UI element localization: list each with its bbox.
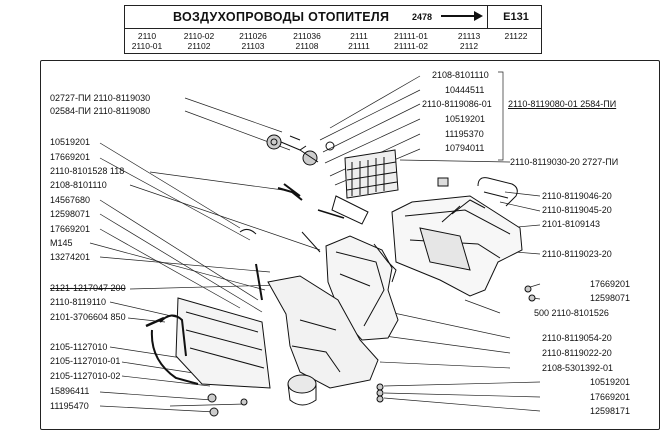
- leader-lines: [89, 71, 541, 413]
- part-label: 17669201: [50, 152, 91, 162]
- part-label: 12598171: [590, 406, 631, 416]
- page-reference: 2478: [412, 12, 433, 22]
- part-label: 2105-1127010-01: [50, 356, 121, 366]
- part-label: 12598071: [590, 293, 631, 303]
- header-title-row: ВОЗДУХОПРОВОДЫ ОТОПИТЕЛЯ 2478 E131: [125, 6, 541, 29]
- part-label: 10794011: [445, 143, 485, 153]
- part-label: 2110-8119022-20: [542, 348, 612, 358]
- part-label: 2105-1127010-02: [50, 371, 121, 381]
- part-label: 2110-8119046-20: [542, 191, 612, 201]
- part-label: 500 2110-8101526: [534, 308, 609, 318]
- part-label: 2105-1127010: [50, 342, 108, 352]
- part-label: 17669201: [590, 279, 631, 289]
- part-label: 2110-8119045-20: [542, 205, 612, 215]
- part-label: 2110-8119023-20: [542, 249, 612, 259]
- part-label: 10519201: [50, 137, 91, 147]
- part-label: 02727-ПИ 2110-8119030: [50, 93, 151, 103]
- diagram-frame: [40, 60, 660, 430]
- part-label: 11195470: [50, 401, 89, 411]
- model-cell: 21122: [504, 31, 528, 41]
- part-label: 11195370: [445, 129, 484, 139]
- part-label: 10519201: [445, 114, 486, 124]
- part-label: 2110-8101528 118: [50, 166, 125, 176]
- part-label: 2110-8119030-20 2727-ПИ: [510, 157, 619, 167]
- part-label: 2101-8109143: [542, 219, 601, 229]
- part-label: 14567680: [50, 195, 91, 205]
- part-label: 2110-8119080-01 2584-ПИ: [508, 99, 617, 109]
- part-label: 2110-8119110: [50, 297, 107, 307]
- part-label: 15896411: [50, 386, 90, 396]
- part-label: 2121-1217047 200: [50, 283, 126, 293]
- part-label: 17669201: [50, 224, 91, 234]
- part-label: 12598071: [50, 209, 91, 219]
- part-label: 2110-8119054-20: [542, 333, 612, 343]
- part-label: 10444511: [445, 85, 485, 95]
- part-label: 2108-8101110: [50, 180, 107, 190]
- page-title: ВОЗДУХОПРОВОДЫ ОТОПИТЕЛЯ: [173, 10, 390, 24]
- part-label: 17669201: [590, 392, 631, 402]
- part-label: 10519201: [590, 377, 631, 387]
- part-label: 2108-5301392-01: [542, 363, 614, 373]
- section-code: E131: [487, 6, 544, 28]
- part-label: М145: [50, 238, 73, 248]
- parts-sketch: [145, 134, 536, 417]
- part-label: 2101-3706604 850: [50, 312, 126, 322]
- part-label: 2108-8101110: [432, 70, 489, 80]
- arrow-right-icon: [441, 11, 483, 21]
- part-label: 02584-ПИ 2110-8119080: [50, 106, 151, 116]
- part-label: 2110-8119086-01: [422, 99, 492, 109]
- part-label: 13274201: [50, 252, 91, 262]
